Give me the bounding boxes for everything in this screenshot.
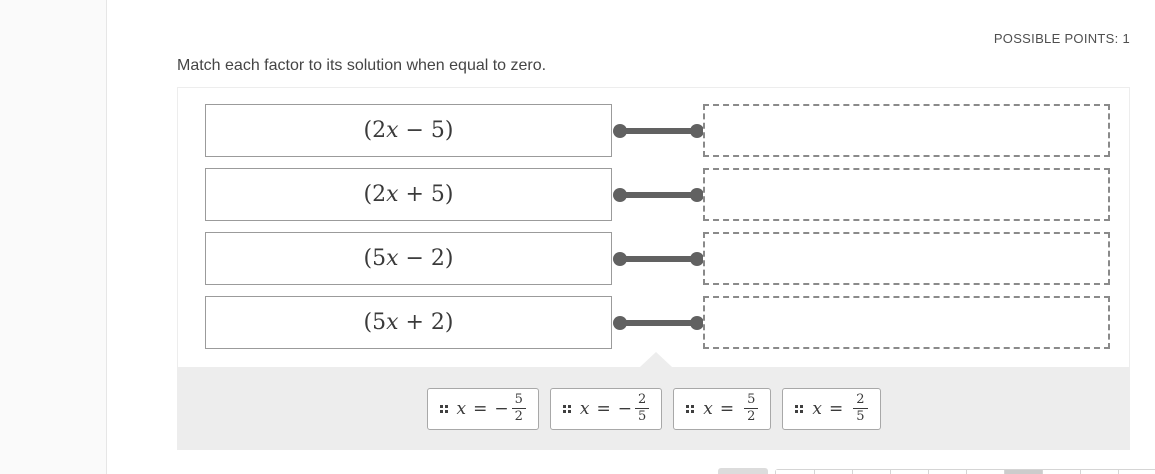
- question-nav-cell[interactable]: [928, 470, 966, 474]
- chip-equals: =: [473, 398, 488, 419]
- factor-var: x: [386, 118, 399, 143]
- match-connector[interactable]: [613, 296, 704, 349]
- connector-dot-icon: [690, 252, 704, 266]
- factor-var: x: [386, 310, 399, 335]
- fraction-numerator: 2: [634, 392, 650, 409]
- question-nav-cell[interactable]: [852, 470, 890, 474]
- chip-var: x: [812, 398, 822, 419]
- connector-dot-icon: [690, 188, 704, 202]
- fraction-numerator: 2: [853, 392, 868, 409]
- match-connector[interactable]: [613, 232, 704, 285]
- fraction-numerator: 5: [511, 392, 526, 409]
- factor-box: (5x − 2): [205, 232, 612, 285]
- connector-line: [620, 128, 697, 134]
- possible-points-label: POSSIBLE POINTS: 1: [993, 31, 1130, 46]
- factor-text: (5x + 2): [363, 310, 453, 335]
- fraction-numerator: 5: [744, 392, 759, 409]
- match-connector[interactable]: [613, 104, 704, 157]
- answer-dropzone[interactable]: [703, 296, 1110, 349]
- chip-equals: =: [719, 398, 735, 419]
- factor-post: + 5): [398, 182, 454, 207]
- match-row: (5x + 2): [0, 296, 1155, 349]
- question-nav-cell[interactable]: [814, 470, 852, 474]
- left-sidebar-rail: [0, 0, 107, 474]
- factor-pre: (2: [363, 118, 387, 143]
- fraction-denominator: 2: [747, 409, 756, 424]
- tray-notch: [640, 352, 672, 367]
- fraction-denominator: 2: [514, 409, 523, 424]
- factor-var: x: [386, 246, 399, 271]
- chip-equals: =: [828, 398, 844, 419]
- match-row: (2x − 5): [0, 104, 1155, 157]
- factor-pre: (5: [363, 246, 387, 271]
- question-nav-cell-active[interactable]: [1004, 470, 1042, 474]
- connector-dot-icon: [690, 316, 704, 330]
- drag-handle-icon: [686, 404, 695, 413]
- question-nav-cell[interactable]: [776, 470, 814, 474]
- factor-text: (2x − 5): [363, 118, 453, 143]
- drag-handle-icon: [439, 404, 448, 413]
- match-connector[interactable]: [613, 168, 704, 221]
- answer-dropzone[interactable]: [703, 168, 1110, 221]
- answer-dropzone[interactable]: [703, 232, 1110, 285]
- factor-box: (2x − 5): [205, 104, 612, 157]
- question-instruction: Match each factor to its solution when e…: [177, 57, 547, 74]
- match-row: (2x + 5): [0, 168, 1155, 221]
- chip-var: x: [703, 398, 713, 419]
- chip-sign: −: [494, 398, 509, 419]
- factor-post: + 2): [398, 310, 454, 335]
- question-nav-bar: [775, 469, 1155, 474]
- question-nav-cell[interactable]: [1118, 470, 1155, 474]
- factor-pre: (2: [363, 182, 387, 207]
- question-nav-cell[interactable]: [890, 470, 928, 474]
- question-nav-cell[interactable]: [1042, 470, 1080, 474]
- question-nav-button[interactable]: [718, 468, 768, 474]
- fraction-denominator: 5: [637, 409, 647, 424]
- connector-line: [620, 192, 697, 198]
- factor-box: (2x + 5): [205, 168, 612, 221]
- question-nav-cell[interactable]: [966, 470, 1004, 474]
- factor-text: (5x − 2): [363, 246, 453, 271]
- factor-box: (5x + 2): [205, 296, 612, 349]
- connector-dot-icon: [690, 124, 704, 138]
- answer-dropzone[interactable]: [703, 104, 1110, 157]
- connector-line: [620, 256, 697, 262]
- match-row: (5x − 2): [0, 232, 1155, 285]
- factor-pre: (5: [363, 310, 387, 335]
- chip-sign: −: [617, 398, 632, 419]
- factor-text: (2x + 5): [363, 182, 453, 207]
- connector-line: [620, 320, 697, 326]
- factor-post: − 5): [398, 118, 454, 143]
- question-nav-cell[interactable]: [1080, 470, 1118, 474]
- fraction-denominator: 5: [856, 409, 865, 424]
- drag-handle-icon: [562, 404, 571, 413]
- factor-var: x: [386, 182, 399, 207]
- chip-equals: =: [596, 398, 611, 419]
- factor-post: − 2): [398, 246, 454, 271]
- chip-var: x: [456, 398, 467, 419]
- chip-var: x: [579, 398, 590, 419]
- drag-handle-icon: [795, 404, 804, 413]
